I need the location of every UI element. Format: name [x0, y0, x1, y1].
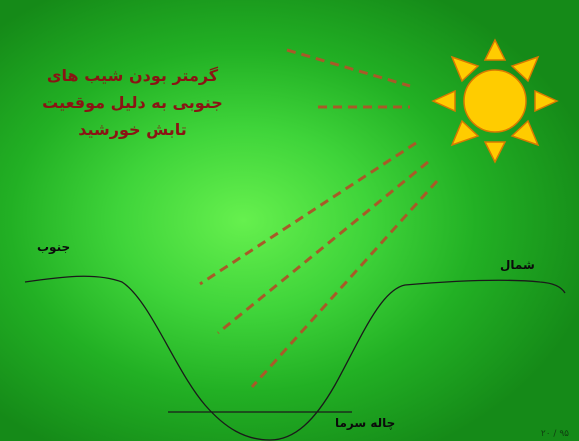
south-label: جنوب	[37, 240, 71, 254]
sunlight-rays	[199, 48, 439, 389]
north-label: شمال	[500, 258, 535, 272]
sun-ray-line	[217, 160, 429, 335]
sun-rays	[431, 38, 559, 164]
sun-icon	[431, 38, 559, 164]
slide-title: گرمتر بودن شیب های جنوبی به دلیل موقعیت …	[40, 62, 225, 143]
page-number: ۲۰ / ۹۵	[540, 429, 569, 439]
title-line: جنوبی به دلیل موقعیت	[42, 93, 223, 112]
terrain-profile	[24, 275, 566, 441]
sun-ray-line	[286, 48, 411, 88]
sun-disc	[463, 69, 527, 133]
sun-ray-line	[250, 179, 439, 389]
sun-ray-line	[199, 141, 417, 286]
cold-pit-label: چاله سرما	[335, 416, 396, 430]
title-line: گرمتر بودن شیب های	[46, 66, 219, 85]
title-line: تابش خورشید	[78, 120, 187, 139]
